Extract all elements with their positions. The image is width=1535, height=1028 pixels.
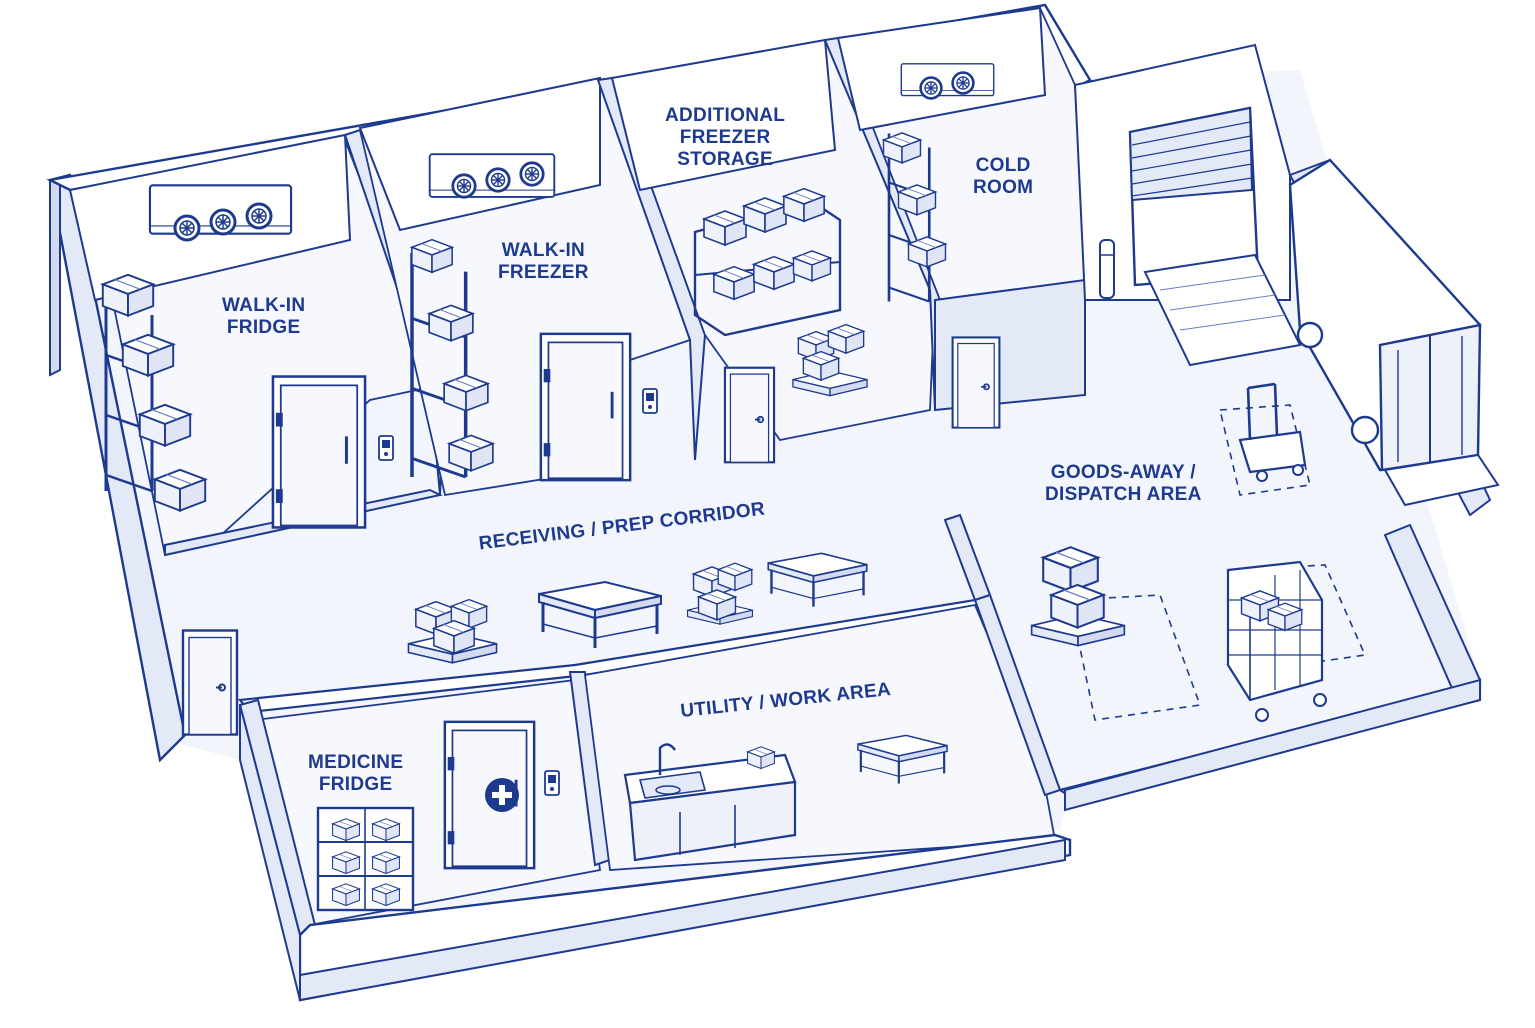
keypad-icon: [642, 388, 658, 414]
fan-icon: [173, 214, 201, 242]
left-lower-wall: [239, 704, 301, 1001]
door-icon: [181, 629, 239, 736]
fan-icon: [519, 161, 545, 187]
fan-icon: [919, 76, 943, 100]
room-label-cold-room: COLD ROOM: [973, 155, 1034, 198]
room-label-additional-freezer-storage: ADDITIONAL FREEZER STORAGE: [665, 105, 786, 170]
keypad-icon: [378, 435, 394, 461]
dispatch-lower-wall: [1064, 678, 1481, 812]
door-icon: [951, 336, 1001, 429]
additional-freezer-back-wall: [610, 38, 837, 192]
room-label-walk-in-fridge: WALK-IN FRIDGE: [222, 295, 306, 338]
dispatch-marked-zone: [1069, 594, 1202, 721]
door-icon: [271, 375, 367, 529]
fan-icon: [245, 202, 273, 230]
keypad-icon: [544, 770, 560, 796]
hand-truck-icon: [1238, 382, 1307, 482]
bollard-icon: [1099, 239, 1115, 299]
dispatch-marked-zone: [1219, 404, 1311, 496]
room-label-goods-away-dispatch-area: GOODS-AWAY / DISPATCH AREA: [1045, 462, 1202, 505]
fan-icon: [951, 71, 975, 95]
fan-icon: [451, 173, 477, 199]
room-label-medicine-fridge: MEDICINE FRIDGE: [308, 752, 404, 795]
walk-in-freezer-right-wall: [596, 76, 707, 461]
medicine-fridge-door: [443, 720, 536, 870]
delivery-truck-icon: [1288, 158, 1500, 507]
sink-icon: [623, 743, 797, 862]
fan-unit-icon: [900, 62, 995, 97]
door-icon: [723, 366, 776, 464]
door-icon: [539, 332, 632, 482]
dock-ramp: [1143, 253, 1302, 367]
fan-icon: [485, 167, 511, 193]
roller-door-icon: [1128, 106, 1254, 202]
utility-right-wall: [973, 593, 1062, 797]
fan-icon: [209, 208, 237, 236]
room-label-walk-in-freezer: WALK-IN FREEZER: [498, 240, 589, 283]
